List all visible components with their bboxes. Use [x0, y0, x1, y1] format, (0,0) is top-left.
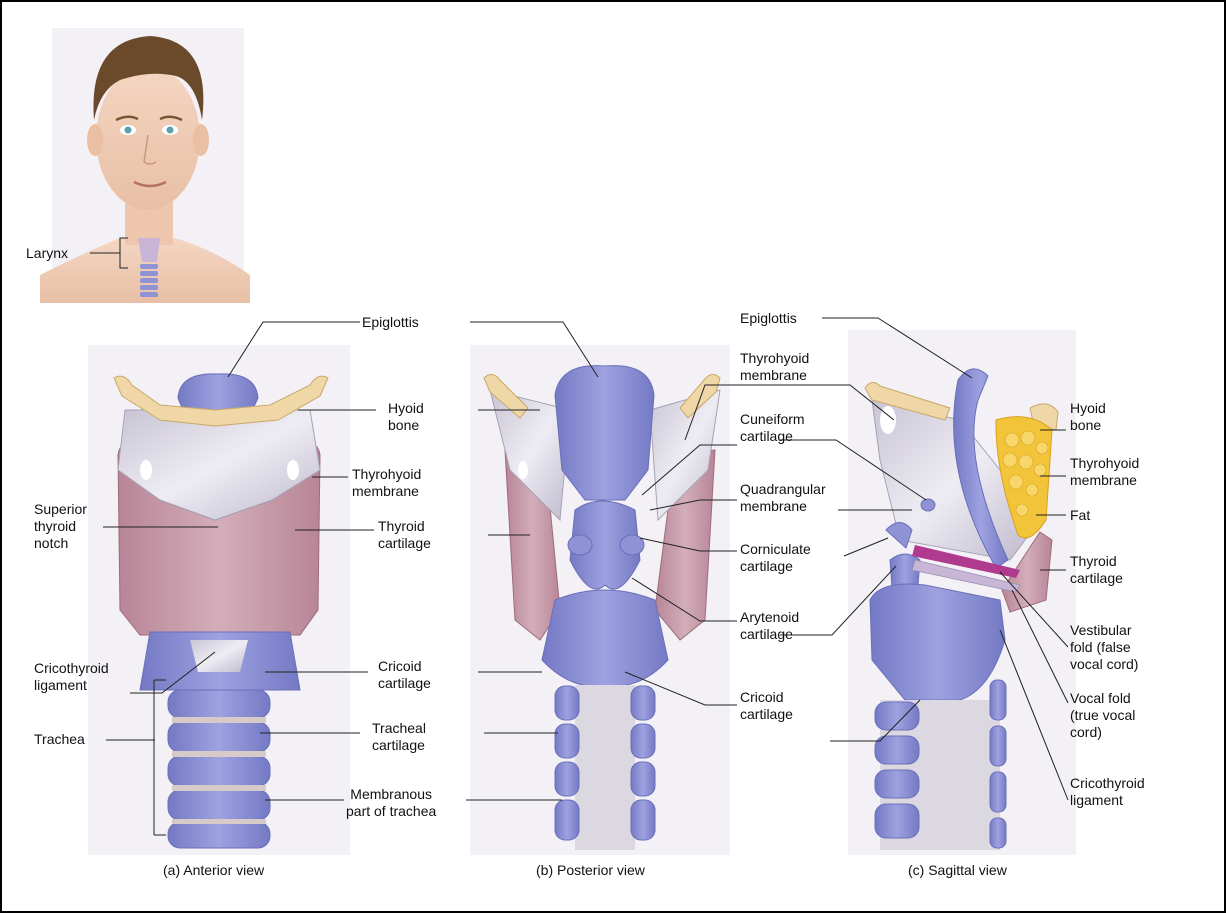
- caption-anterior-view: (a) Anterior view: [163, 862, 264, 878]
- label-trachea: Trachea: [34, 731, 85, 748]
- label-thyroid-cartilage-sagittal: Thyroid cartilage: [1070, 553, 1123, 587]
- label-cricoid-cartilage-anterior: Cricoid cartilage: [378, 658, 431, 692]
- label-tracheal-cartilage: Tracheal cartilage: [372, 720, 426, 754]
- label-thyrohyoid-membrane-posterior: Thyrohyoid membrane: [740, 350, 809, 384]
- label-cricoid-cartilage-posterior: Cricoid cartilage: [740, 689, 793, 723]
- caption-sagittal-view: (c) Sagittal view: [908, 862, 1007, 878]
- label-larynx: Larynx: [26, 245, 68, 262]
- label-cuneiform-cartilage: Cuneiform cartilage: [740, 411, 805, 445]
- caption-posterior-view: (b) Posterior view: [536, 862, 645, 878]
- label-vestibular-fold: Vestibular fold (false vocal cord): [1070, 622, 1138, 673]
- sagittal-view-drawing: [848, 330, 1076, 855]
- label-vocal-fold: Vocal fold (true vocal cord): [1070, 690, 1135, 741]
- label-corniculate-cartilage: Corniculate cartilage: [740, 541, 811, 575]
- label-cricothyroid-ligament-sagittal: Cricothyroid ligament: [1070, 775, 1145, 809]
- posterior-view-drawing: [470, 345, 730, 855]
- label-thyroid-cartilage-anterior: Thyroid cartilage: [378, 518, 431, 552]
- label-fat: Fat: [1070, 507, 1090, 524]
- label-epiglottis-anterior: Epiglottis: [362, 314, 419, 331]
- label-superior-thyroid-notch: Superior thyroid notch: [34, 501, 87, 552]
- label-hyoid-bone-sagittal: Hyoid bone: [1070, 400, 1106, 434]
- label-thyrohyoid-membrane-sagittal: Thyrohyoid membrane: [1070, 455, 1139, 489]
- label-hyoid-bone-anterior: Hyoid bone: [388, 400, 424, 434]
- head-inset: [40, 28, 250, 303]
- label-thyrohyoid-membrane-anterior: Thyrohyoid membrane: [352, 466, 421, 500]
- label-cricothyroid-ligament-anterior: Cricothyroid ligament: [34, 660, 109, 694]
- label-membranous-part: Membranous part of trachea: [346, 786, 436, 820]
- label-arytenoid-cartilage: Arytenoid cartilage: [740, 609, 799, 643]
- anterior-view-drawing: [88, 345, 350, 855]
- label-epiglottis-sagittal: Epiglottis: [740, 310, 797, 327]
- label-quadrangular-membrane: Quadrangular membrane: [740, 481, 826, 515]
